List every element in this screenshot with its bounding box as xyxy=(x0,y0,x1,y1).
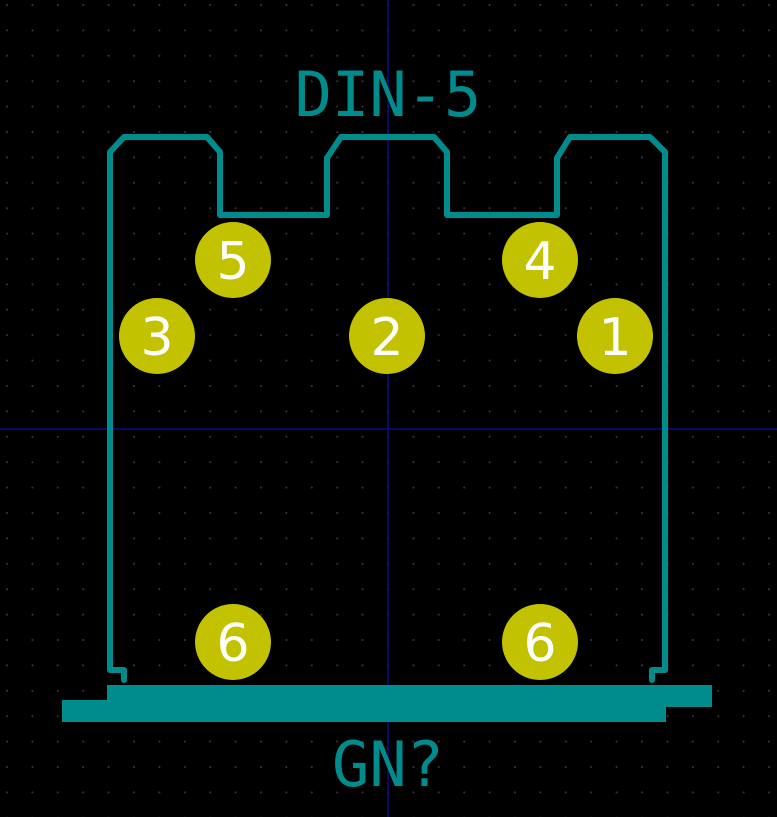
panel-edge-bar xyxy=(107,685,665,701)
pad-6-left[interactable]: 6 xyxy=(195,604,271,680)
pad-1-label: 1 xyxy=(598,308,631,368)
pad-4[interactable]: 4 xyxy=(502,222,578,298)
pad-5-label: 5 xyxy=(216,232,249,292)
pad-2-label: 2 xyxy=(370,308,403,368)
connector-body-outline xyxy=(107,134,668,683)
pad-6-right-label: 6 xyxy=(523,614,556,674)
pad-6-left-label: 6 xyxy=(216,614,249,674)
pad-4-label: 4 xyxy=(523,232,556,292)
pad-3[interactable]: 3 xyxy=(119,298,195,374)
pad-6-right[interactable]: 6 xyxy=(502,604,578,680)
pad-1[interactable]: 1 xyxy=(577,298,653,374)
pad-5[interactable]: 5 xyxy=(195,222,271,298)
pad-3-label: 3 xyxy=(140,308,173,368)
footprint-reference-text: GN? xyxy=(332,728,444,801)
footprint-value-text: DIN-5 xyxy=(295,58,482,131)
panel-base-bar xyxy=(62,700,666,722)
pad-2[interactable]: 2 xyxy=(349,298,425,374)
